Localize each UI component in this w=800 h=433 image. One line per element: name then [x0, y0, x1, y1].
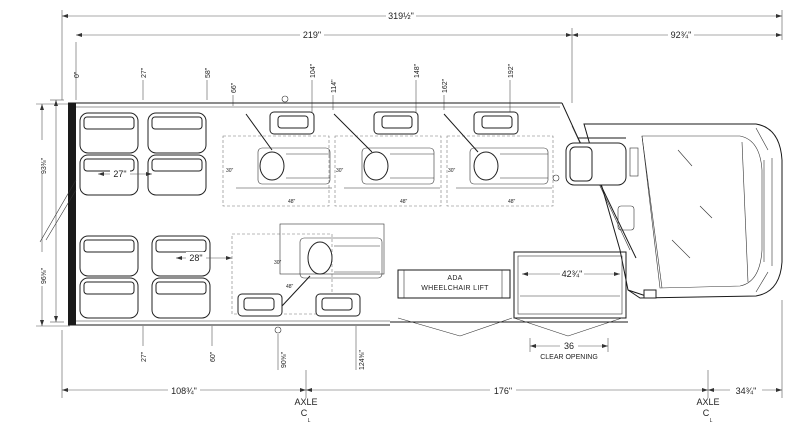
station-66: 66" [231, 82, 238, 93]
station-114: 114" [331, 79, 338, 93]
front-axle-centerline-symbol: C [703, 408, 710, 418]
bay3-width-label: 30" [448, 168, 456, 174]
upper-seat-spacing-label: 27" [113, 169, 126, 179]
bay2-length-label: 48" [400, 199, 408, 205]
axle-dimensions: 108¾" 176" 34¾" AXLE C L AXLE C L [61, 300, 783, 424]
overall-length-dimension: 319½" [61, 9, 783, 100]
lift-label-line2: WHEELCHAIR LIFT [421, 285, 489, 292]
bay1-width-label: 30" [226, 168, 234, 174]
front-overhang-label: 92¾" [671, 30, 692, 40]
station-148: 148" [414, 63, 421, 78]
top-station-labels: 0" 27" 58" 66" 104" 114" 148" 162" 192" [74, 63, 515, 93]
seat-row-1-upper [79, 112, 207, 196]
bottom-station-lines [142, 326, 357, 370]
cab-hood [565, 123, 783, 299]
front-axle-label: AXLE [696, 397, 719, 407]
bay1-length-label: 48" [288, 199, 296, 205]
rear-overhang-label: 108¾" [171, 386, 197, 396]
lower-seat-spacing-label: 28" [189, 253, 202, 263]
wheelchair-bay-lower: 30" 48" [231, 223, 385, 334]
door-width-label: 36 [564, 341, 574, 351]
station-58: 58" [205, 67, 212, 78]
seat-row-lower [79, 235, 211, 319]
interior-width-label: 93⅜" [41, 157, 48, 174]
bottom-station-60: 60" [210, 351, 217, 362]
front-axle-to-bumper-label: 34¾" [736, 386, 757, 396]
lower-bay-length-label: 48" [286, 284, 294, 290]
lift-label-line1: ADA [447, 275, 462, 282]
lower-bay-width-label: 30" [274, 260, 282, 266]
bay2-width-label: 30" [336, 168, 344, 174]
overall-length-label: 319½" [388, 11, 414, 21]
rear-axle-centerline-sub: L [308, 418, 311, 424]
rear-axle-centerline-symbol: C [301, 408, 308, 418]
lift-width-label: 42¾" [562, 269, 583, 279]
station-192: 192" [508, 63, 515, 78]
bottom-station-124: 124⅝" [359, 349, 366, 370]
bottom-station-27: 27" [141, 351, 148, 362]
door-opening: 36 CLEAR OPENING [390, 317, 628, 361]
rear-seat-rows: 27" 28" [79, 112, 232, 319]
interior-length-dimension: 219" 92¾" [76, 27, 782, 103]
station-162: 162" [442, 78, 449, 93]
bottom-station-90: 90⅝" [281, 351, 288, 368]
bus-body [39, 102, 637, 326]
station-0: 0" [74, 71, 81, 78]
station-27: 27" [141, 67, 148, 78]
wheelbase-label: 176" [494, 386, 512, 396]
bay3-length-label: 48" [508, 199, 516, 205]
wheelchair-lift: ADA WHEELCHAIR LIFT 42¾" [397, 251, 627, 319]
wheelchair-bays-upper: 30" 30" 30" 48" 48" 48" [222, 95, 560, 207]
width-dimensions: 93⅜" 96⅝" [36, 99, 70, 327]
front-axle-centerline-sub: L [710, 418, 713, 424]
bottom-station-labels: 27" 60" 90⅝" 124⅝" [141, 349, 366, 370]
door-caption: CLEAR OPENING [540, 354, 598, 361]
rear-axle-label: AXLE [294, 397, 317, 407]
overall-width-label: 96⅝" [41, 267, 48, 284]
station-104: 104" [310, 63, 317, 78]
interior-length-label: 219" [303, 30, 321, 40]
